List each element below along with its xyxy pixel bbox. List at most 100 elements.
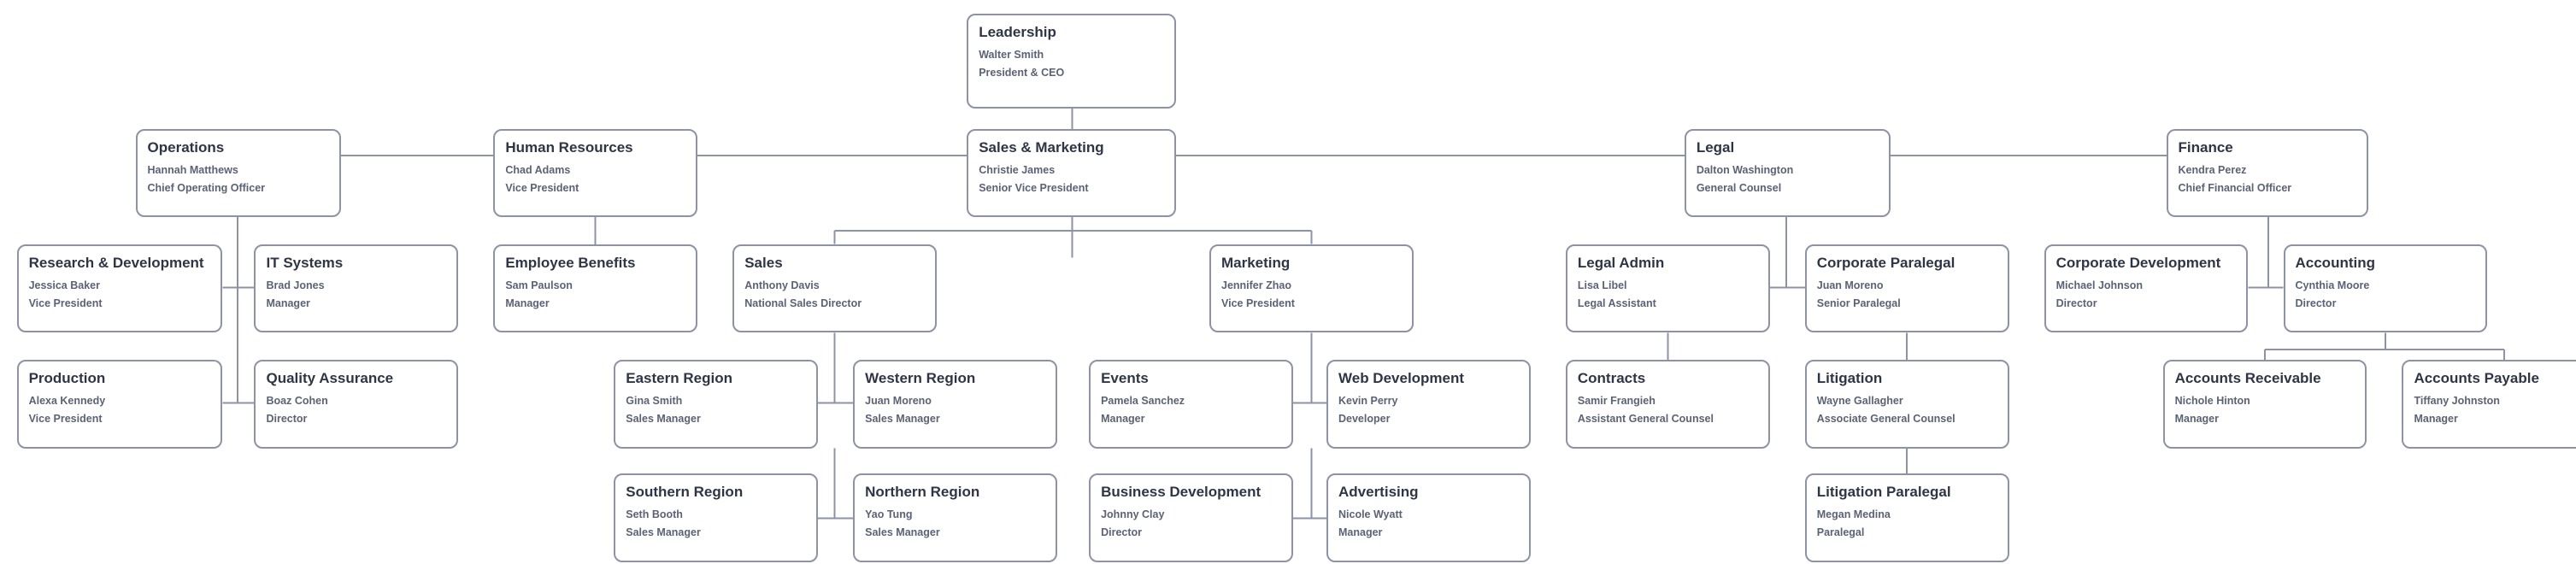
- org-node-title: Events: [1101, 369, 1149, 386]
- org-node-role: Manager: [266, 297, 310, 309]
- org-node-role: Vice President: [1221, 297, 1295, 309]
- org-node-person: Walter Smith: [979, 48, 1044, 61]
- org-node-person: Alexa Kennedy: [28, 394, 106, 407]
- org-node-role: Assistant General Counsel: [1577, 412, 1714, 425]
- org-node-title: Marketing: [1221, 254, 1291, 271]
- org-node-title: Southern Region: [626, 483, 744, 500]
- org-node-person: Chad Adams: [505, 163, 571, 176]
- org-node-role: Director: [266, 412, 308, 425]
- org-node-role: Developer: [1338, 412, 1391, 425]
- org-node-title: Corporate Development: [2056, 254, 2221, 271]
- org-node-person: Hannah Matthews: [147, 163, 238, 176]
- org-node-title: Litigation: [1816, 369, 1883, 386]
- org-node-role: Manager: [1101, 412, 1145, 425]
- org-node-title: Sales: [744, 254, 783, 271]
- org-node-title: Northern Region: [865, 483, 980, 500]
- org-node-role: National Sales Director: [744, 297, 862, 309]
- org-node-person: Anthony Davis: [744, 279, 820, 291]
- org-node-title: Contracts: [1577, 369, 1646, 386]
- org-node-role: Paralegal: [1816, 526, 1865, 538]
- org-node-person: Samir Frangieh: [1577, 394, 1656, 407]
- org-node-title: Human Resources: [505, 138, 633, 156]
- org-node-title: Operations: [147, 138, 225, 156]
- org-node-title: IT Systems: [266, 254, 344, 271]
- org-node-role: Director: [1101, 526, 1143, 538]
- org-node-role: Director: [2295, 297, 2337, 309]
- org-node-title: Litigation Paralegal: [1816, 483, 1951, 500]
- org-node-title: Accounts Payable: [2414, 369, 2539, 386]
- org-node-title: Advertising: [1338, 483, 1419, 500]
- org-node-person: Dalton Washington: [1696, 163, 1794, 176]
- org-node-role: Senior Vice President: [979, 181, 1089, 194]
- org-node-title: Eastern Region: [626, 369, 732, 386]
- org-node-title: Research & Development: [28, 254, 204, 271]
- org-node-role: Manager: [2174, 412, 2219, 425]
- org-node-role: Sales Manager: [865, 526, 940, 538]
- org-node-person: Wayne Gallagher: [1816, 394, 1903, 407]
- org-node-person: Gina Smith: [626, 394, 683, 407]
- org-node-role: Sales Manager: [626, 526, 701, 538]
- org-node-person: Kevin Perry: [1338, 394, 1398, 407]
- org-node-person: Nicole Wyatt: [1338, 508, 1403, 520]
- org-node-person: Cynthia Moore: [2295, 279, 2370, 291]
- org-node-title: Web Development: [1338, 369, 1465, 386]
- org-node-person: Lisa Libel: [1577, 279, 1627, 291]
- org-node-person: Megan Medina: [1816, 508, 1891, 520]
- org-node-title: Accounts Receivable: [2174, 369, 2321, 386]
- org-node-person: Juan Moreno: [865, 394, 932, 407]
- org-node-person: Boaz Cohen: [266, 394, 328, 407]
- org-node-title: Legal: [1696, 138, 1735, 156]
- org-node-person: Christie James: [979, 163, 1056, 176]
- org-node-role: Vice President: [505, 181, 579, 194]
- org-node-role: Manager: [2414, 412, 2458, 425]
- org-node-person: Tiffany Johnston: [2414, 394, 2500, 407]
- org-node-title: Production: [28, 369, 106, 386]
- org-node-title: Quality Assurance: [266, 369, 394, 386]
- org-node-person: Johnny Clay: [1101, 508, 1165, 520]
- org-node-person: Seth Booth: [626, 508, 683, 520]
- org-node-title: Business Development: [1101, 483, 1262, 500]
- org-node-person: Juan Moreno: [1816, 279, 1884, 291]
- org-node-role: President & CEO: [979, 66, 1065, 79]
- org-node-person: Jessica Baker: [28, 279, 100, 291]
- org-node-title: Sales & Marketing: [979, 138, 1104, 156]
- org-node-title: Legal Admin: [1577, 254, 1665, 271]
- org-node-person: Yao Tung: [865, 508, 913, 520]
- org-node-role: Manager: [1338, 526, 1383, 538]
- org-node-role: Sales Manager: [865, 412, 940, 425]
- org-node-title: Accounting: [2295, 254, 2376, 271]
- org-node-person: Kendra Perez: [2178, 163, 2247, 176]
- org-node-role: Sales Manager: [626, 412, 701, 425]
- org-node-title: Leadership: [979, 23, 1056, 40]
